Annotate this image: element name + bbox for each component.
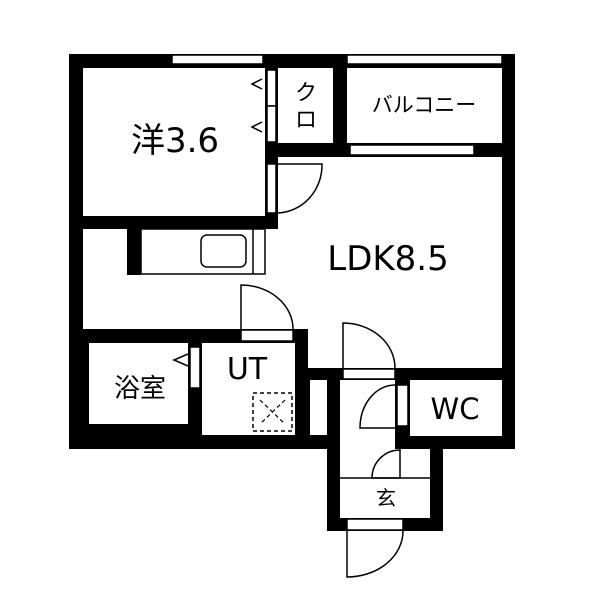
ut-door[interactable] (240, 284, 294, 330)
wall-right (502, 54, 515, 449)
bath-door[interactable] (189, 346, 201, 389)
room-label-bathroom: 浴室 (114, 374, 166, 404)
window-bedroom (171, 54, 264, 65)
sliding-marker (250, 78, 263, 90)
shoe-closet-door[interactable] (371, 449, 401, 479)
washer-x (259, 399, 286, 425)
room-label-closet-2: ロ (295, 108, 317, 133)
room-label-closet-1: ク (295, 81, 317, 106)
bath-wall-bottom (83, 424, 202, 435)
wall-bottom-right (395, 436, 515, 449)
window-balcony-top (346, 54, 503, 65)
entrance-door-frame (346, 518, 404, 531)
kitchen-wall (127, 229, 141, 275)
bedroom-door[interactable] (277, 163, 323, 214)
room-label-ldk: LDK8.5 (327, 239, 449, 279)
window-ldk-balcony (349, 144, 475, 156)
hallway-door-frame (342, 368, 396, 380)
room-label-balcony: バルコニー (372, 93, 477, 117)
sliding-marker (172, 353, 189, 367)
wall-hallway-left (327, 368, 340, 531)
room-label-entrance: 玄 (376, 486, 396, 510)
sliding-marker (250, 121, 263, 133)
wc-door[interactable] (359, 384, 396, 429)
wall-edge (308, 368, 310, 449)
room-label-toilet: WC (431, 392, 480, 426)
bedroom-door-frame (266, 163, 277, 214)
wall-closet-balcony (333, 54, 347, 157)
closet-sliding-door-1[interactable] (266, 69, 277, 107)
sink-icon (200, 234, 247, 268)
wc-door-frame (396, 384, 409, 427)
ut-door-frame (240, 329, 294, 342)
room-label-western: 洋3.6 (131, 121, 219, 161)
front-door[interactable] (346, 530, 404, 578)
wall-bottom-left (69, 435, 327, 449)
washer-space-icon (252, 392, 293, 432)
wall-entrance-right (430, 449, 443, 531)
bath-wall-inner (83, 343, 89, 435)
closet-sliding-door-2[interactable] (266, 105, 277, 143)
hallway-door[interactable] (342, 322, 396, 369)
wall-left (69, 54, 83, 449)
wall-bedroom-bottom (69, 216, 278, 229)
room-label-utility: UT (227, 352, 268, 387)
wall-ut-right (295, 329, 308, 449)
